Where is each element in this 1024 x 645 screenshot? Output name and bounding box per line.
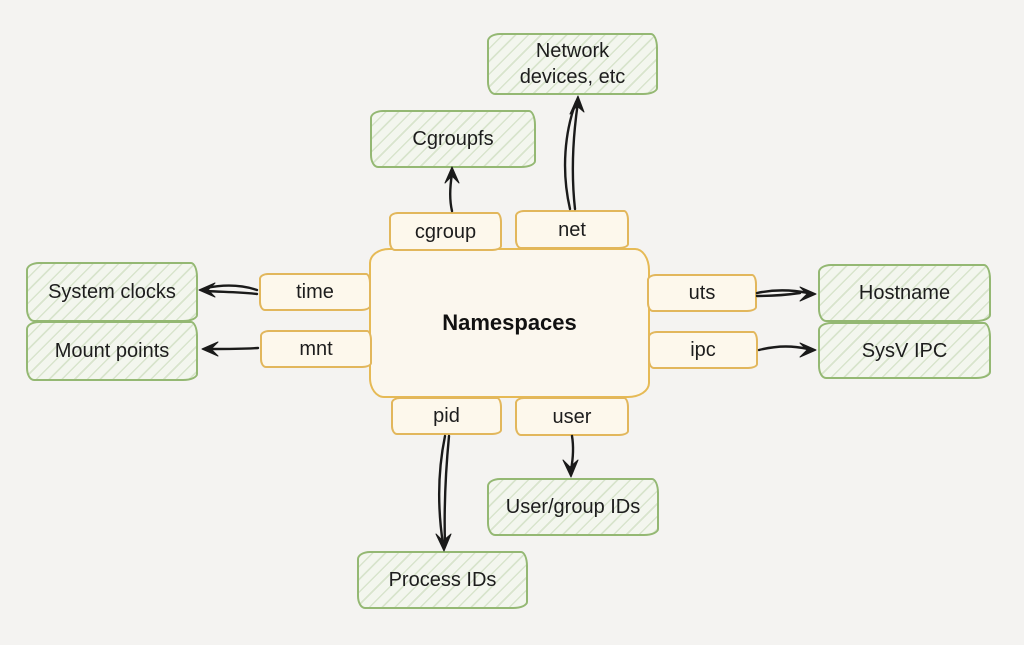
- tab-net-label: net: [558, 218, 586, 241]
- box-user-group-ids: User/group IDs: [487, 478, 659, 536]
- box-sysv-ipc-label: SysV IPC: [861, 339, 948, 362]
- tab-user-label: user: [552, 405, 592, 428]
- box-sysv-ipc: SysV IPC: [818, 322, 991, 379]
- box-process-ids-label: Process IDs: [388, 569, 497, 591]
- tab-pid: pid: [391, 397, 502, 435]
- tab-pid-label: pid: [433, 405, 460, 427]
- box-process-ids: Process IDs: [357, 551, 528, 609]
- box-mount-points: Mount points: [26, 321, 198, 381]
- box-network-devices: Network devices, etc: [487, 33, 658, 95]
- tab-time: time: [259, 273, 371, 311]
- tab-cgroup-label: cgroup: [414, 220, 477, 243]
- box-system-clocks: System clocks: [26, 262, 198, 322]
- arrow-net-to-network-devices: [563, 95, 585, 211]
- arrow-pid-to-process-ids: [435, 434, 452, 552]
- box-user-group-ids-label: User/group IDs: [505, 496, 641, 518]
- box-mount-points-label: Mount points: [54, 340, 170, 362]
- arrow-ipc-to-sysv-ipc: [757, 342, 817, 358]
- box-cgroupfs-label: Cgroupfs: [412, 128, 494, 150]
- box-network-devices-label: Network devices, etc: [519, 40, 626, 88]
- box-namespaces-center: Namespaces: [369, 248, 650, 398]
- box-namespaces-label: Namespaces: [442, 309, 577, 335]
- tab-uts-label: uts: [688, 282, 716, 304]
- tab-time-label: time: [296, 281, 334, 303]
- box-cgroupfs: Cgroupfs: [370, 110, 536, 168]
- arrow-mnt-to-mount-points: [201, 341, 260, 357]
- box-hostname: Hostname: [818, 264, 991, 322]
- tab-cgroup: cgroup: [389, 212, 502, 251]
- arrow-uts-to-hostname: [755, 286, 817, 302]
- tab-ipc: ipc: [648, 331, 758, 369]
- tab-uts: uts: [647, 274, 757, 312]
- arrow-time-to-system-clocks: [198, 282, 259, 298]
- box-system-clocks-label: System clocks: [48, 281, 176, 303]
- tab-net: net: [515, 210, 629, 249]
- tab-ipc-label: ipc: [690, 339, 716, 361]
- tab-mnt: mnt: [260, 330, 372, 368]
- box-hostname-label: Hostname: [858, 282, 951, 304]
- tab-user: user: [515, 397, 629, 436]
- arrow-user-to-user-group-ids: [562, 434, 579, 478]
- arrow-cgroup-to-cgroupfs: [444, 166, 460, 213]
- tab-mnt-label: mnt: [299, 338, 333, 360]
